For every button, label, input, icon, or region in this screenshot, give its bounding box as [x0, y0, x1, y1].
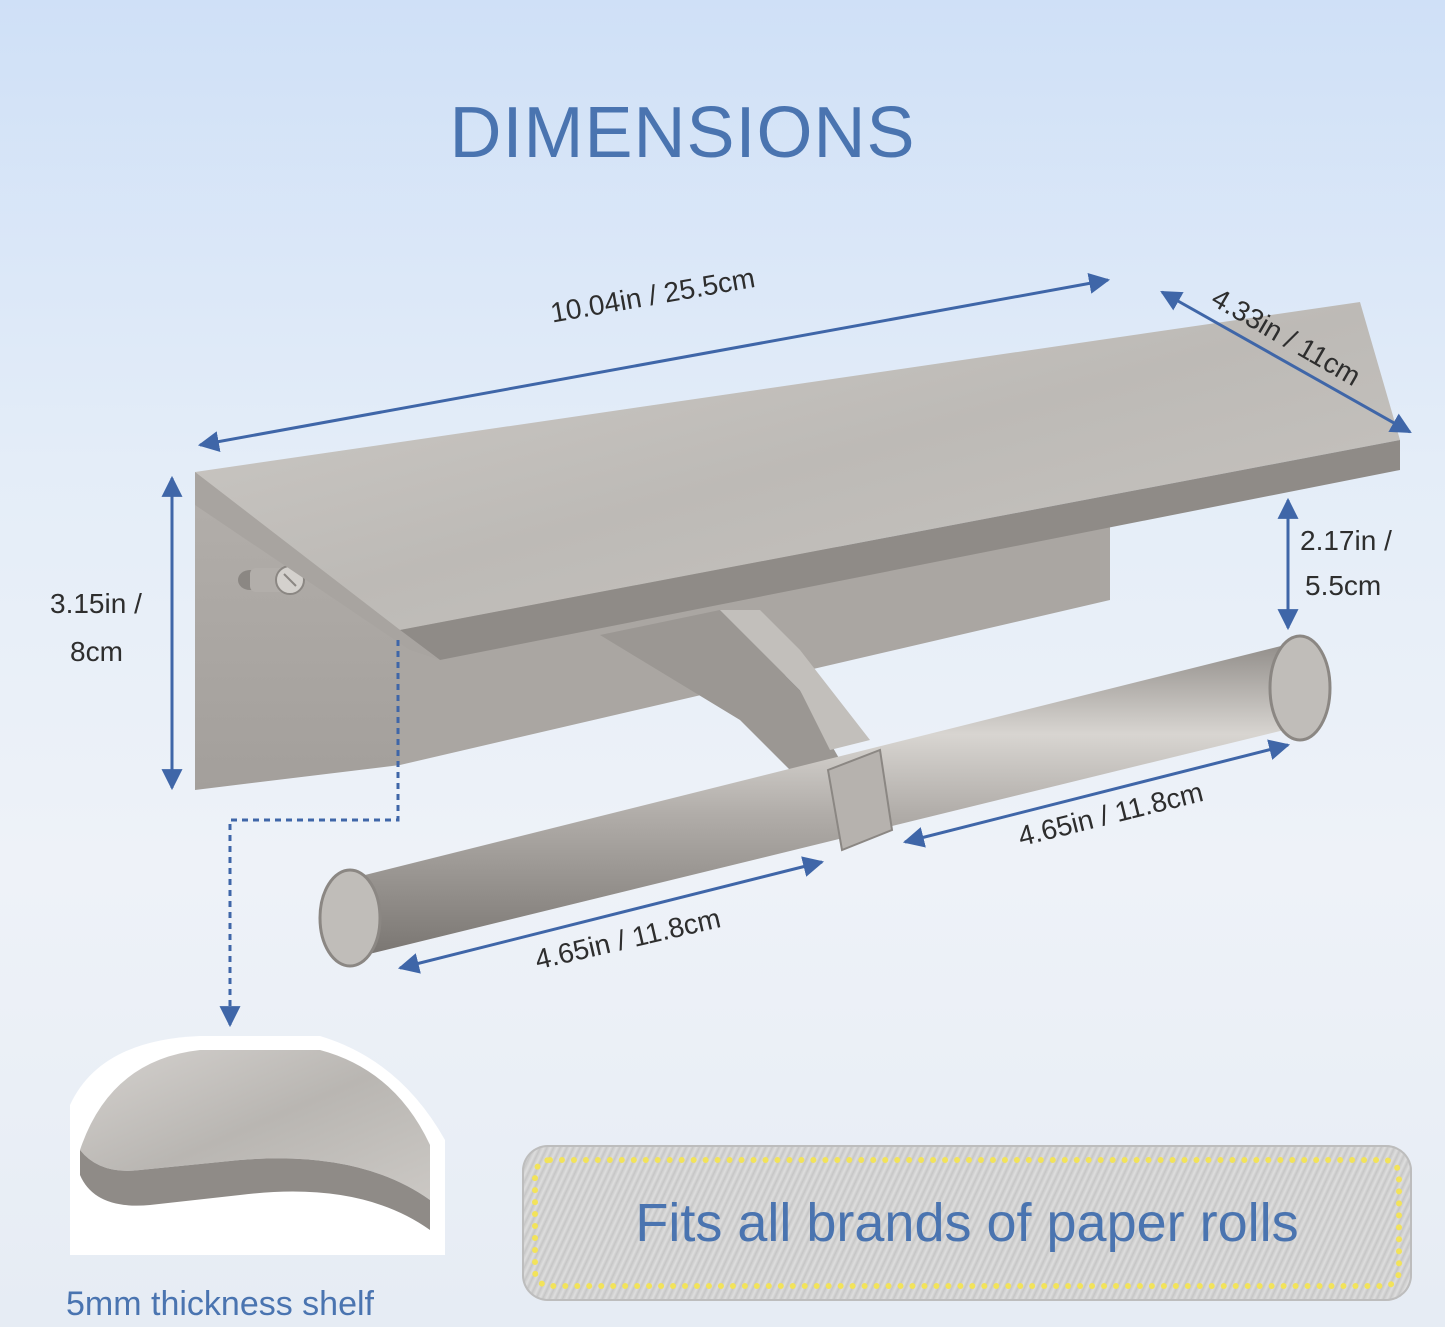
feature-banner: Fits all brands of paper rolls [522, 1145, 1412, 1301]
page-title: DIMENSIONS [449, 93, 916, 173]
rod-left-arrow [397, 856, 825, 974]
height-label-line1: 3.15in / [50, 588, 142, 619]
screw-icon [238, 565, 305, 595]
depth-arrow [1160, 290, 1412, 434]
clearance-label-line2: 5.5cm [1305, 570, 1382, 601]
rod-right-arrow [902, 739, 1291, 848]
clearance-label-line1: 2.17in / [1300, 525, 1392, 556]
banner-dotted-frame: Fits all brands of paper rolls [532, 1157, 1402, 1289]
detail-caption: 5mm thickness shelf [66, 1285, 374, 1323]
support-arm [600, 610, 870, 800]
shelf-edge-detail [70, 1036, 445, 1255]
height-label-line2: 8cm [70, 636, 123, 667]
banner-text: Fits all brands of paper rolls [635, 1193, 1299, 1253]
length-arrow [197, 273, 1111, 452]
detail-leader-arrow [219, 640, 400, 1028]
